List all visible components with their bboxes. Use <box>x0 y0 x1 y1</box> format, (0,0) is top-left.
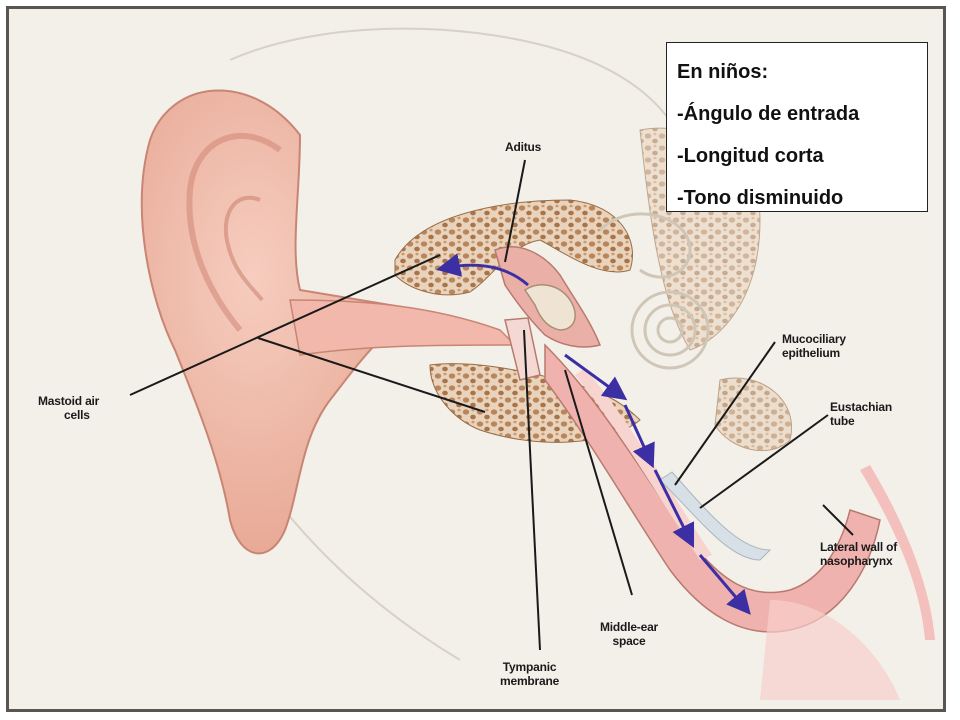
mucociliary-leader <box>674 341 776 486</box>
lateral-wall-leader <box>822 504 854 536</box>
info-box-heading: En niños: <box>677 61 769 83</box>
tympanic-membrane-shape <box>504 317 541 381</box>
nasopharynx-wall <box>860 465 935 640</box>
tube-flow-arrow-3 <box>653 469 695 549</box>
tympanic-label-line2: membrane <box>500 674 560 688</box>
info-item-reduced-tone: -Tono disminuido <box>677 187 844 209</box>
label-lateral-wall-nasopharynx: Lateral wall of nasopharynx <box>820 540 897 568</box>
label-eustachian-tube: Eustachian tube <box>830 400 892 428</box>
eustachian-label-line1: Eustachian <box>830 400 893 414</box>
flow-arrows <box>436 253 751 615</box>
aditus-label-text: Aditus <box>505 140 542 154</box>
label-mucociliary-epithelium: Mucociliary epithelium <box>782 332 846 360</box>
eustachian-leader <box>699 414 829 509</box>
info-item-entry-angle: -Ángulo de entrada <box>677 103 860 125</box>
lateral-label-line1: Lateral wall of <box>820 540 898 554</box>
info-item-short-length: -Longitud corta <box>677 145 824 167</box>
ossicles <box>523 284 576 331</box>
tube-cartilage <box>659 471 772 561</box>
mucociliary-label-line1: Mucociliary <box>782 332 846 346</box>
children-info-box: En niños: -Ángulo de entrada -Longitud c… <box>666 42 928 212</box>
label-aditus: Aditus <box>505 140 541 154</box>
tube-flow-arrow-1 <box>564 353 628 401</box>
mastoid-leader-2 <box>257 337 486 413</box>
leader-lines <box>129 159 854 651</box>
label-middle-ear-space: Middle-ear space <box>600 620 658 648</box>
lateral-label-line2: nasopharynx <box>820 554 893 568</box>
pharynx-tissue <box>760 600 900 700</box>
middle-ear-label-line1: Middle-ear <box>600 620 659 634</box>
mastoid-label-line2: cells <box>64 408 90 422</box>
label-mastoid-air-cells: Mastoid air cells <box>38 394 99 422</box>
mastoid-leader-1 <box>129 254 441 396</box>
middle-ear-label-line2: space <box>612 634 646 648</box>
middle-ear-leader <box>564 369 633 596</box>
mastoid-cells-mid <box>714 377 792 452</box>
mastoid-label-line1: Mastoid air <box>38 394 100 408</box>
skull-outline <box>229 27 701 201</box>
pinna <box>140 89 424 555</box>
tube-flow-arrow-4 <box>698 554 751 615</box>
mucociliary-label-line2: epithelium <box>782 346 841 360</box>
label-tympanic-membrane: Tympanic membrane <box>500 660 559 688</box>
eustachian-label-line2: tube <box>830 414 855 428</box>
tympanic-label-line1: Tympanic <box>502 660 557 674</box>
cochlea <box>598 212 710 370</box>
eustachian-tube-lumen <box>575 368 712 560</box>
aditus-flow-arrow <box>436 253 529 287</box>
tympanic-leader <box>523 329 541 651</box>
aditus-leader <box>504 159 526 263</box>
tube-flow-arrow-2 <box>623 404 655 469</box>
